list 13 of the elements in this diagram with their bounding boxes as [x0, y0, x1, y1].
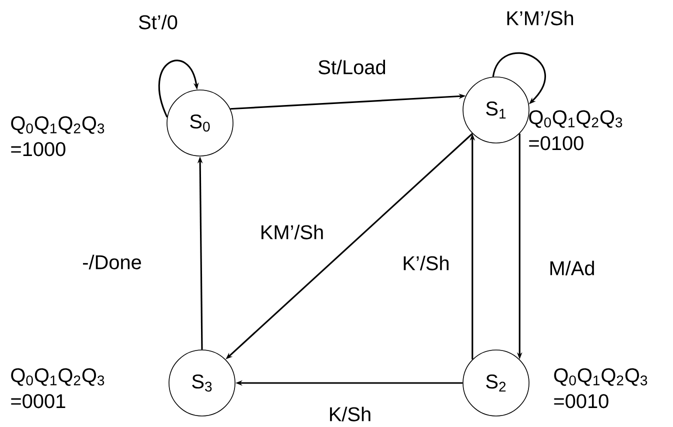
- state-output-label: Q$_{0}$Q$_{1}$Q$_{2}$Q$_{3}$ =1000: [11, 116, 104, 156]
- state-output-label: Q$_{0}$Q$_{1}$Q$_{2}$Q$_{3}$ =0100: [529, 110, 622, 150]
- edge-label: M/Ad: [548, 260, 596, 276]
- edge-label: -/Done: [81, 254, 143, 270]
- arrow: [158, 60, 199, 118]
- edge-label: St/Load: [316, 58, 388, 76]
- state-output-label: Q$_{0}$Q$_{1}$Q$_{2}$Q$_{3}$ =0001: [11, 368, 104, 408]
- edge-label: K’/Sh: [401, 254, 451, 272]
- edge-label: K’M’/Sh: [504, 10, 576, 26]
- edge-label: K/Sh: [327, 406, 373, 422]
- edge-label: KM’/Sh: [258, 224, 326, 240]
- state-output-label: Q$_{0}$Q$_{1}$Q$_{2}$Q$_{3}$ =0010: [554, 368, 648, 408]
- edge-label: St’/0: [137, 14, 179, 30]
